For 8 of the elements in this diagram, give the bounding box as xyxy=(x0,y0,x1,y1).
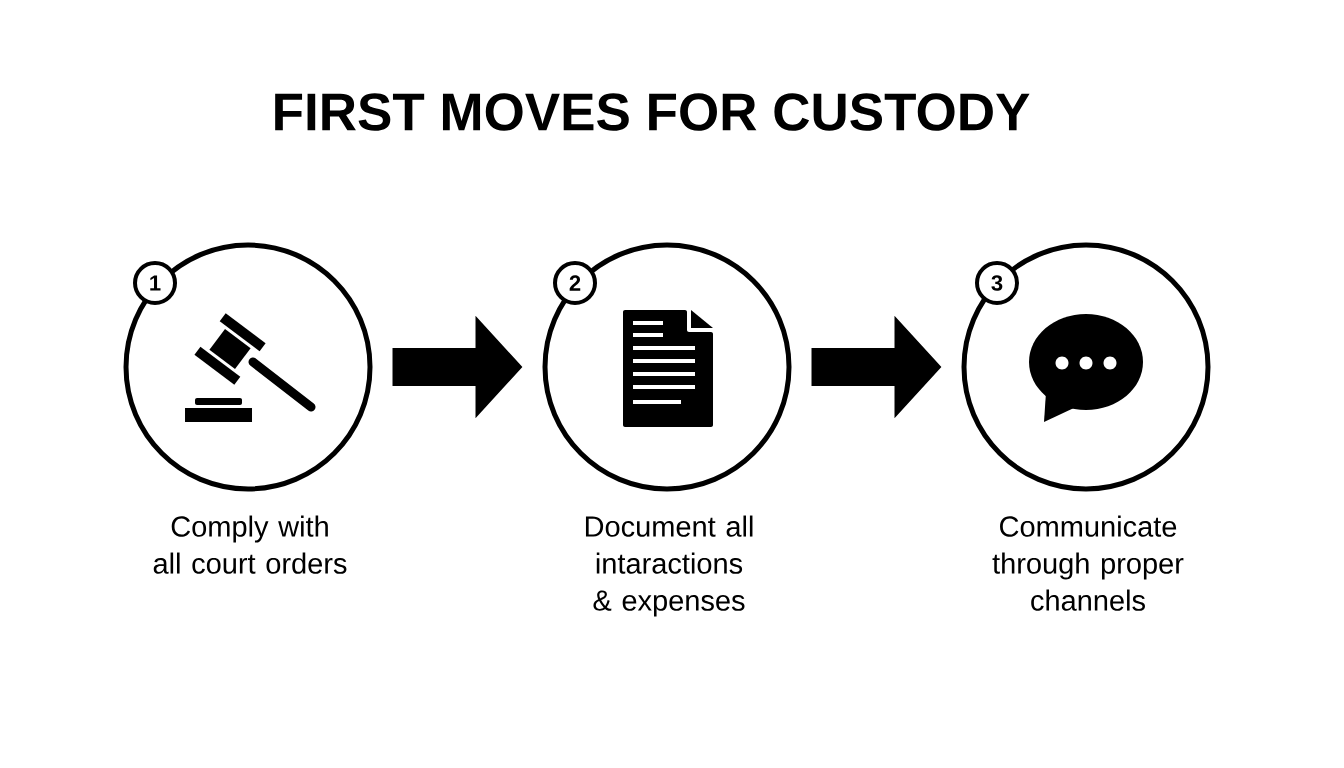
step-number: 2 xyxy=(553,261,597,305)
step-description: Document all intaractions & expenses xyxy=(585,515,753,617)
step-circle xyxy=(123,242,373,492)
step-number: 1 xyxy=(133,261,177,305)
step-description: Communicate through proper channels xyxy=(992,515,1184,611)
step-description: Comply with all court orders xyxy=(153,515,347,574)
step-number: 3 xyxy=(975,261,1019,305)
title: FIRST MOVES FOR CUSTODY xyxy=(275,93,1030,131)
